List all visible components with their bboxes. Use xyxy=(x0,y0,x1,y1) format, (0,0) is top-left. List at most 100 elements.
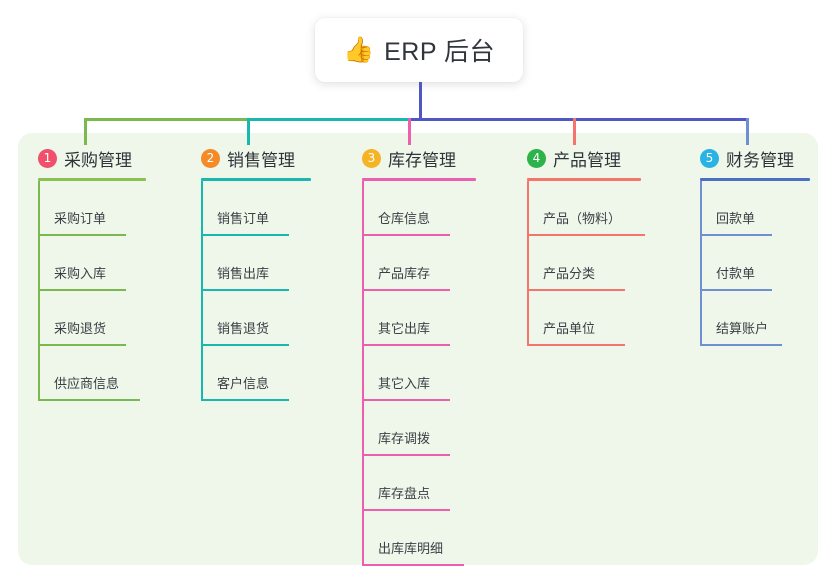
diagram-background-panel xyxy=(18,133,818,565)
leaf-connector-stem xyxy=(527,181,529,236)
leaf-label: 采购订单 xyxy=(54,211,107,226)
thumbs-up-icon: 👍 xyxy=(342,35,375,64)
leaf-label: 付款单 xyxy=(716,266,756,281)
column-badge-icon: 4 xyxy=(527,148,546,168)
leaf-node[interactable]: 库存盘点 xyxy=(362,456,476,511)
leaf-label: 库存调拨 xyxy=(378,431,431,446)
leaf-label: 产品单位 xyxy=(543,321,596,336)
leaf-label: 其它出库 xyxy=(378,321,431,336)
leaf-underline xyxy=(362,289,450,291)
root-stem-connector xyxy=(419,82,422,121)
leaf-node[interactable]: 结算账户 xyxy=(700,291,810,346)
leaf-label: 库存盘点 xyxy=(378,486,431,501)
column-drop-stem-1 xyxy=(84,118,87,145)
leaf-underline xyxy=(201,234,289,236)
leaf-node[interactable]: 产品分类 xyxy=(527,236,641,291)
leaf-node[interactable]: 采购入库 xyxy=(38,236,146,291)
leaf-node[interactable]: 其它出库 xyxy=(362,291,476,346)
leaf-node[interactable]: 采购订单 xyxy=(38,181,146,236)
leaf-label: 产品（物料） xyxy=(543,211,622,226)
leaf-underline xyxy=(201,289,289,291)
column-badge-icon: 5 xyxy=(700,148,719,168)
column-title: 采购管理 xyxy=(64,150,132,170)
leaf-node[interactable]: 产品（物料） xyxy=(527,181,645,236)
column-underline xyxy=(201,178,311,181)
column-badge-icon: 3 xyxy=(362,148,381,168)
column-header-5[interactable]: 5 财务管理 xyxy=(700,145,810,171)
leaf-underline xyxy=(700,344,782,346)
leaf-connector-stem xyxy=(38,181,40,236)
leaf-node[interactable]: 销售退货 xyxy=(201,291,311,346)
column-title: 财务管理 xyxy=(726,150,794,170)
leaf-connector-stem xyxy=(700,236,702,291)
leaf-node[interactable]: 销售订单 xyxy=(201,181,311,236)
column-items: 采购订单采购入库采购退货供应商信息 xyxy=(38,181,146,401)
column-items: 仓库信息产品库存其它出库其它入库库存调拨库存盘点出库库明细 xyxy=(362,181,476,566)
leaf-connector-stem xyxy=(38,236,40,291)
leaf-connector-stem xyxy=(362,291,364,346)
leaf-underline xyxy=(362,399,450,401)
leaf-connector-stem xyxy=(362,456,364,511)
leaf-connector-stem xyxy=(201,346,203,401)
leaf-connector-stem xyxy=(38,291,40,346)
leaf-node[interactable]: 产品库存 xyxy=(362,236,476,291)
leaf-underline xyxy=(700,234,772,236)
column-underline xyxy=(38,178,146,181)
leaf-node[interactable]: 仓库信息 xyxy=(362,181,476,236)
leaf-label: 结算账户 xyxy=(716,321,769,336)
leaf-node[interactable]: 产品单位 xyxy=(527,291,641,346)
leaf-node[interactable]: 回款单 xyxy=(700,181,810,236)
column-5: 5 财务管理回款单付款单结算账户 xyxy=(700,145,810,346)
column-badge-icon: 2 xyxy=(201,148,220,168)
leaf-underline xyxy=(700,289,772,291)
leaf-underline xyxy=(362,234,450,236)
leaf-node[interactable]: 库存调拨 xyxy=(362,401,476,456)
column-drop-stem-5 xyxy=(746,118,749,145)
leaf-label: 采购退货 xyxy=(54,321,107,336)
column-items: 产品（物料） 产品分类产品单位 xyxy=(527,181,645,346)
leaf-label: 产品分类 xyxy=(543,266,596,281)
column-underline xyxy=(700,178,810,181)
leaf-label: 销售退货 xyxy=(217,321,270,336)
leaf-label: 回款单 xyxy=(716,211,756,226)
leaf-underline xyxy=(38,344,126,346)
leaf-connector-stem xyxy=(201,291,203,346)
column-items: 销售订单销售出库销售退货客户信息 xyxy=(201,181,311,401)
leaf-node[interactable]: 客户信息 xyxy=(201,346,311,401)
bus-segment-2 xyxy=(247,118,408,121)
leaf-connector-stem xyxy=(362,511,364,566)
leaf-label: 采购入库 xyxy=(54,266,107,281)
leaf-connector-stem xyxy=(362,346,364,401)
leaf-label: 销售出库 xyxy=(217,266,270,281)
leaf-connector-stem xyxy=(362,236,364,291)
leaf-label: 出库库明细 xyxy=(378,541,444,556)
leaf-node[interactable]: 出库库明细 xyxy=(362,511,476,566)
leaf-node[interactable]: 采购退货 xyxy=(38,291,146,346)
bus-segment-3 xyxy=(408,118,749,121)
root-node-erp-backend[interactable]: 👍 ERP 后台 xyxy=(315,18,523,82)
leaf-label: 产品库存 xyxy=(378,266,431,281)
leaf-connector-stem xyxy=(700,291,702,346)
leaf-label: 其它入库 xyxy=(378,376,431,391)
leaf-underline xyxy=(362,509,450,511)
leaf-underline xyxy=(201,344,289,346)
leaf-underline xyxy=(38,234,126,236)
leaf-connector-stem xyxy=(38,346,40,401)
leaf-connector-stem xyxy=(201,181,203,236)
leaf-underline xyxy=(38,289,126,291)
leaf-node[interactable]: 其它入库 xyxy=(362,346,476,401)
leaf-node[interactable]: 供应商信息 xyxy=(38,346,146,401)
leaf-node[interactable]: 销售出库 xyxy=(201,236,311,291)
leaf-underline xyxy=(362,344,450,346)
column-drop-stem-4 xyxy=(573,118,576,145)
leaf-underline xyxy=(201,399,289,401)
leaf-node[interactable]: 付款单 xyxy=(700,236,810,291)
column-drop-stem-2 xyxy=(247,118,250,145)
